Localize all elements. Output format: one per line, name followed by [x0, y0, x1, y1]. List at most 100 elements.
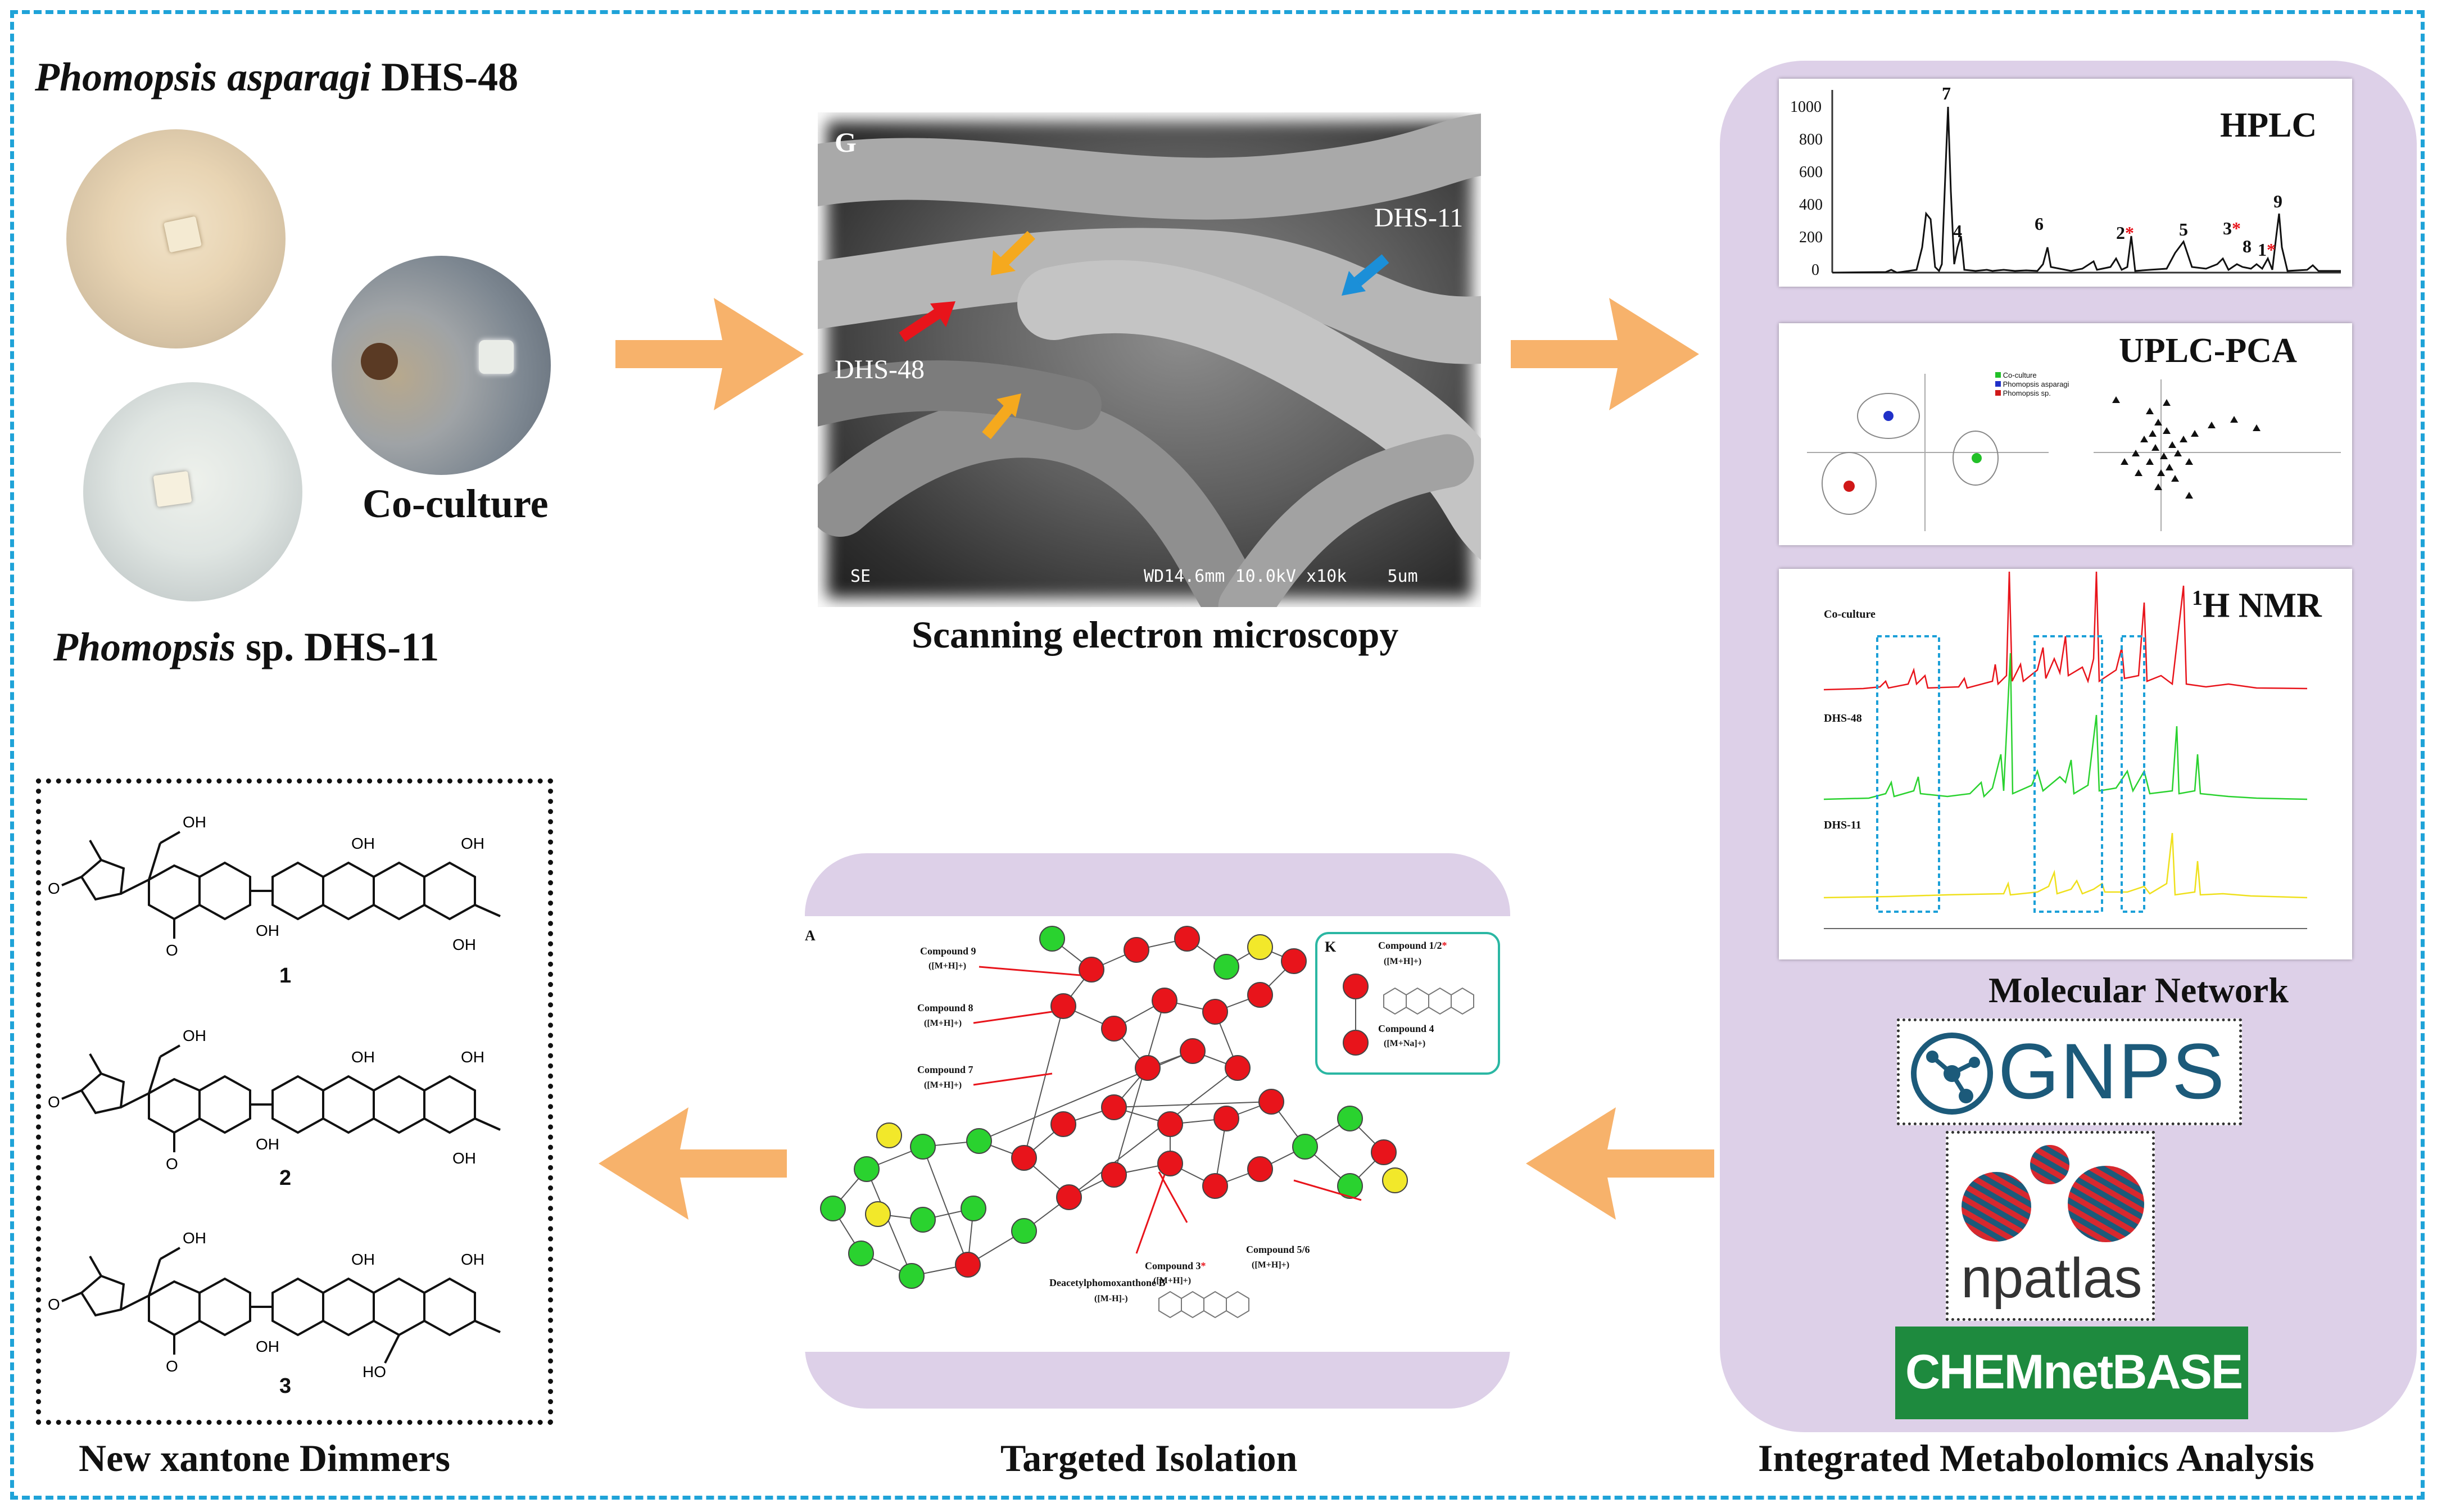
hplc-ytick: 1000: [1790, 98, 1822, 116]
legend-item: Phomopsis asparagi: [1995, 380, 2069, 389]
nmr-highlight-box: [2033, 635, 2103, 913]
compound3-name: Compound 3: [1145, 1260, 1201, 1271]
compound8-label: Compound 8: [917, 1002, 973, 1013]
hplc-ytick: 200: [1799, 229, 1823, 246]
arrow-right-1: [615, 298, 804, 410]
gnps-logo-text: GNPS: [1998, 1027, 2226, 1115]
inset-box: [1315, 932, 1500, 1075]
light-plug: [479, 340, 514, 374]
dhs11-title: Phomopsis sp. DHS-11: [53, 624, 439, 671]
svg-text:OH: OH: [183, 813, 206, 831]
inset-c12-name: Compound 1/2: [1378, 940, 1442, 951]
hplc-trace: [1832, 106, 2341, 274]
legend-item: Phomopsis sp.: [1995, 389, 2069, 398]
red-asterisk: *: [1442, 940, 1447, 951]
svg-text:OH: OH: [461, 1048, 484, 1066]
hplc-chromatogram: [1831, 90, 2341, 274]
compound7-ion: ([M+H]+): [924, 1080, 962, 1090]
npatlas-logo-text: npatlas: [1961, 1247, 2142, 1310]
structure-1: OH O O OH OH OH OH: [48, 813, 501, 959]
svg-text:HO: HO: [363, 1363, 386, 1380]
pca-score-plot: [1807, 374, 2049, 531]
dhs48-title: Phomopsis asparagi DHS-48: [35, 54, 518, 101]
green-cluster: [1972, 453, 1982, 463]
red-asterisk: *: [2267, 239, 2276, 260]
peak-number: 2: [2116, 223, 2125, 243]
svg-text:O: O: [166, 1357, 178, 1375]
hplc-peak-label: 5: [2179, 219, 2188, 239]
coculture-dish: [332, 256, 551, 475]
legend-label: Co-culture: [2003, 371, 2037, 379]
dhs11-dish: [83, 382, 302, 601]
svg-text:OH: OH: [183, 1027, 206, 1044]
peak-number: 3: [2223, 218, 2232, 238]
svg-text:OH: OH: [452, 1149, 476, 1167]
compound3-ion: ([M+H]+): [1153, 1276, 1192, 1285]
compound9-ion: ([M+H]+): [928, 961, 967, 971]
arrow-left-1: [1526, 1107, 1714, 1220]
nmr-box: 1H NMR Co-culture DHS-48 DHS-11: [1779, 569, 2352, 959]
hplc-peak-label: 9: [2273, 191, 2282, 211]
red-arrow: [899, 301, 955, 342]
hplc-ytick: 0: [1811, 261, 1819, 279]
globe: [2068, 1166, 2144, 1242]
pca-loading-plot: [2094, 379, 2341, 531]
svg-text:OH: OH: [351, 1048, 375, 1066]
inset-structure: [1383, 987, 1474, 1015]
molecular-network: [820, 926, 1500, 1319]
hplc-peak-label: 2*: [2116, 223, 2134, 243]
nmr-track-label: DHS-11: [1824, 819, 1861, 831]
svg-text:O: O: [48, 1296, 60, 1313]
yellow-arrow-bottom: [982, 393, 1021, 440]
legend-label: Phomopsis sp.: [2003, 389, 2051, 397]
hplc-box: HPLC 1000 800 600 400 200 0 7 4 6 2* 5 3…: [1779, 79, 2352, 287]
svg-text:OH: OH: [461, 1251, 484, 1268]
hypha: [818, 360, 1102, 430]
deacetyl-label: Deacetylphomoxanthone B: [1049, 1277, 1166, 1288]
arrow-shape: [1526, 1107, 1714, 1220]
compound9-label: Compound 9: [920, 945, 976, 957]
hplc-peak-label: 1*: [2258, 239, 2276, 260]
hypha: [1017, 260, 1481, 560]
nmr-trace-dhs48: [1823, 653, 2308, 800]
chemnetbase-logo: CHEMnetBASE: [1895, 1327, 2248, 1419]
arrow-shape: [1511, 298, 1699, 410]
green-nodes: [820, 926, 1363, 1289]
peak-number: 1: [2258, 239, 2267, 260]
sem-image: G DHS-48 DHS-11 SE WD14.6mm 10.0kV x10k …: [818, 112, 1481, 607]
group-ellipse: [1857, 393, 1920, 439]
structure-3: OH O O OH OH OH HO: [48, 1229, 501, 1380]
hypha: [818, 396, 1274, 607]
hplc-title: HPLC: [2220, 106, 2317, 144]
red-asterisk: *: [2125, 223, 2134, 243]
annotation-arrows: [973, 966, 1362, 1254]
chemnetbase-logo-text: CHEMnetBASE: [1905, 1345, 2243, 1399]
gnps-logo-box: GNPS: [1897, 1018, 2242, 1125]
nmr-highlight-box: [2121, 635, 2145, 913]
sem-label-dhs11: DHS-11: [1374, 203, 1464, 233]
globe: [2030, 1145, 2069, 1184]
svg-text:O: O: [166, 1155, 178, 1173]
red-asterisk: *: [2232, 218, 2241, 238]
svg-text:O: O: [48, 1093, 60, 1111]
hplc-ytick: 800: [1799, 131, 1823, 148]
metabolomics-caption: Integrated Metabolomics Analysis: [1758, 1437, 2314, 1479]
nmr-track-label: DHS-48: [1824, 712, 1862, 725]
dhs11-genus: Phomopsis: [53, 624, 236, 669]
sem-footer-left: SE: [850, 567, 871, 586]
network-image: A K Compound 9 ([M+H]+) Compound 8 ([M+H…: [799, 916, 1516, 1352]
hplc-peak-label: 8: [2243, 236, 2252, 256]
dhs48-dish: [66, 129, 286, 348]
hplc-peak-label: 6: [2035, 214, 2044, 234]
red-asterisk: *: [1201, 1260, 1206, 1271]
structure-label: 2: [279, 1166, 292, 1190]
outer-frame: [10, 10, 2425, 1500]
gnps-network-icon: [1911, 1033, 1993, 1115]
sem-footer-right: WD14.6mm 10.0kV x10k 5um: [1144, 567, 1418, 586]
hypha: [818, 228, 1481, 364]
structure-label: 3: [279, 1374, 292, 1398]
npatlas-logo-box: npatlas: [1946, 1131, 2155, 1321]
dhs11-strain: sp. DHS-11: [246, 624, 440, 669]
red-nodes: [955, 926, 1397, 1278]
inset-red-node: [1343, 1030, 1369, 1056]
